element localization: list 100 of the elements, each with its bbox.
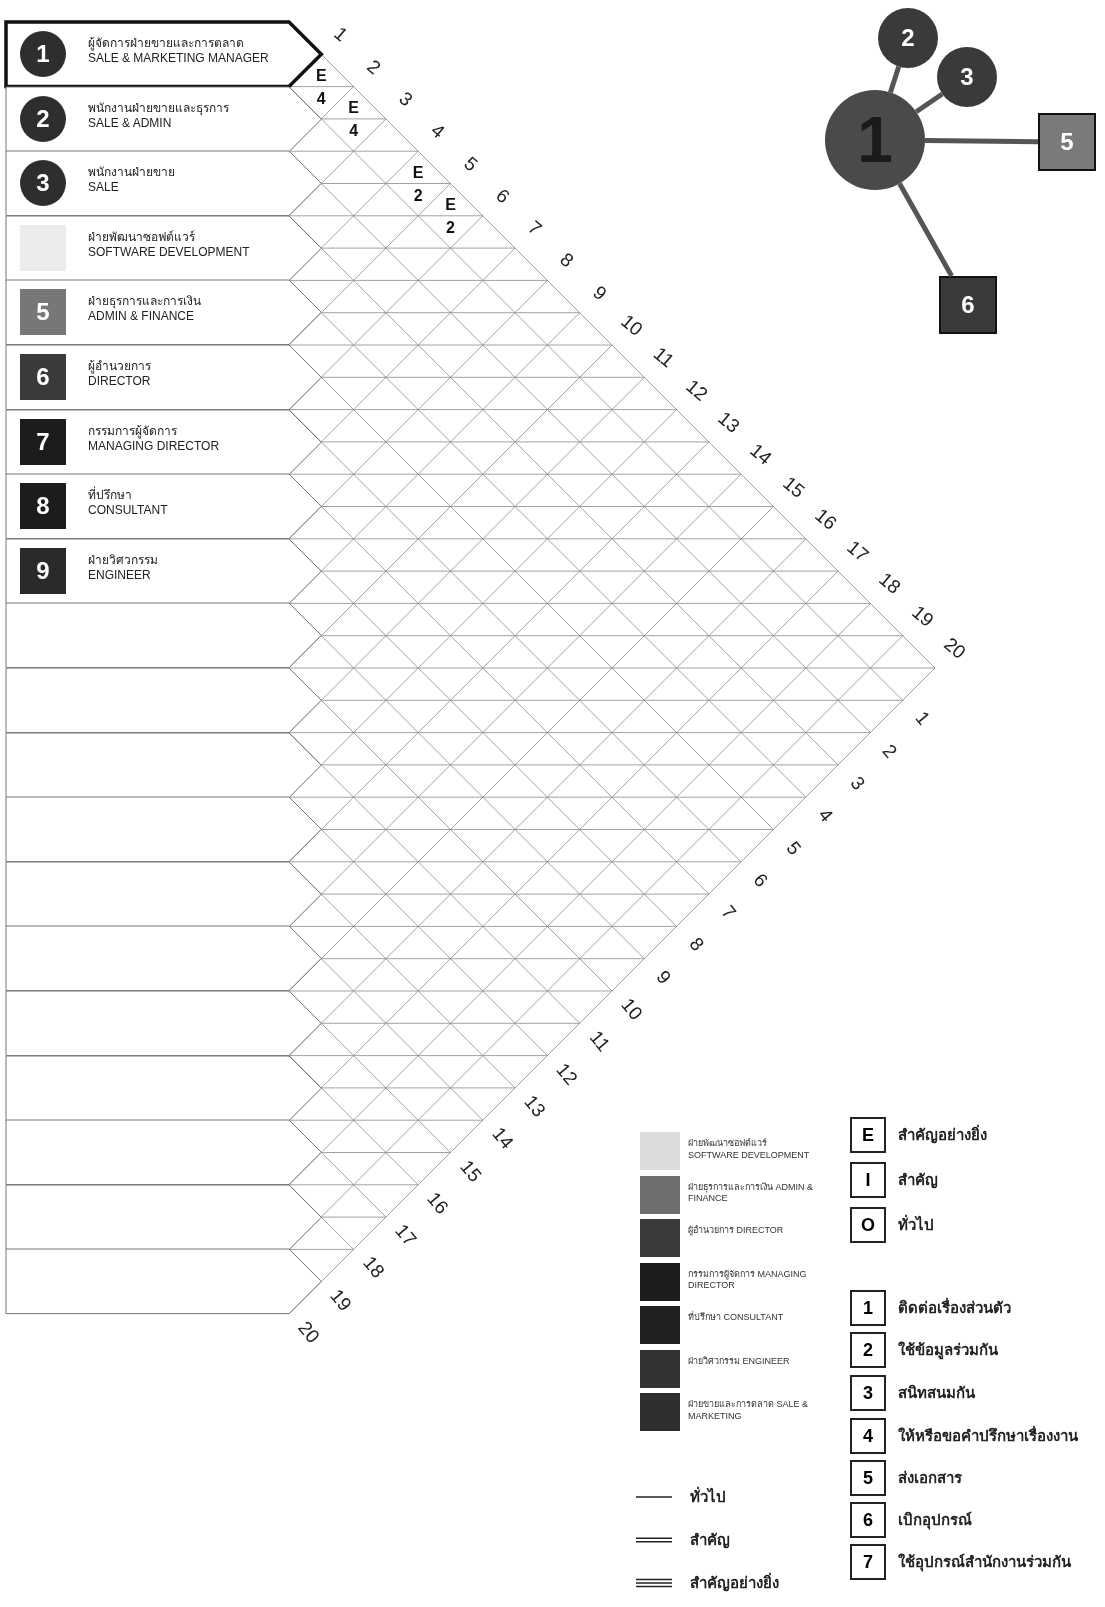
- axis-number: 19: [908, 601, 937, 630]
- role-row: [6, 991, 322, 1056]
- axis-number: 7: [718, 901, 740, 923]
- code-meaning: สำคัญ: [898, 1170, 938, 1191]
- axis-number: 10: [617, 310, 647, 340]
- role-row: [6, 215, 322, 281]
- legend-label: ที่ปรึกษา CONSULTANT: [688, 1312, 785, 1324]
- number-badge: 8: [20, 483, 66, 530]
- legend-label: ฝ่ายวิศวกรรม ENGINEER: [688, 1355, 791, 1368]
- number-badge: 6: [20, 354, 66, 400]
- number-badge: 9: [20, 547, 66, 594]
- role-name: ADMIN & FINANCE: [88, 309, 195, 325]
- code-meaning: ติดต่อเรื่องส่วนตัว: [898, 1297, 1011, 1318]
- code-meaning: ให้หรือขอคำปรึกษาเรื่องงาน: [898, 1425, 1078, 1446]
- code-meaning: ใช้อุปกรณ์สำนักงานร่วมกัน: [898, 1552, 1071, 1574]
- role-name: ENGINEER: [88, 567, 152, 583]
- number-badge: 5: [20, 289, 66, 336]
- axis-number: 8: [557, 249, 578, 272]
- code-meaning: เบิกอุปกรณ์: [898, 1510, 972, 1532]
- code-box: 5: [850, 1460, 886, 1496]
- role-row: [6, 1120, 322, 1185]
- number-badge: 7: [20, 418, 66, 465]
- role-row: [6, 926, 322, 991]
- axis-number: 11: [586, 1027, 614, 1055]
- axis-number: 1: [331, 23, 352, 45]
- code-box: 6: [850, 1502, 886, 1538]
- code-box: E: [850, 1117, 886, 1153]
- connector-line: [924, 138, 1039, 145]
- cell-code: E: [315, 67, 327, 84]
- legend-label: ฝ่ายขายและการตลาด SALE & MARKETING: [688, 1399, 810, 1423]
- role-name: MANAGING DIRECTOR: [88, 438, 221, 454]
- code-meaning: ทั่วไป: [898, 1214, 934, 1235]
- role-row: [6, 280, 322, 345]
- axis-number: 7: [524, 217, 546, 239]
- axis-number: 5: [782, 837, 805, 858]
- axis-number: 16: [424, 1188, 453, 1217]
- axis-number: 4: [815, 805, 837, 826]
- role-row: [6, 1184, 322, 1250]
- role-row: [6, 668, 322, 733]
- axis-number: 11: [650, 343, 678, 371]
- cell-code: 4: [349, 122, 359, 139]
- role-row: [6, 1055, 322, 1121]
- axis-number: 9: [653, 966, 675, 987]
- cell-code: E: [412, 164, 424, 181]
- cell-code: E: [348, 99, 359, 116]
- code-box: 1: [850, 1290, 886, 1326]
- connector-line: [888, 65, 902, 94]
- axis-number: 3: [847, 772, 869, 794]
- role-row: [6, 797, 322, 862]
- legend-label: ผู้อำนวยการ DIRECTOR: [688, 1225, 785, 1237]
- axis-number: 3: [395, 88, 417, 110]
- role-name: SALE: [88, 180, 120, 196]
- axis-number: 2: [879, 740, 902, 761]
- role-name: CONSULTANT: [88, 503, 169, 519]
- code-meaning: ใช้ข้อมูลร่วมกัน: [898, 1340, 998, 1362]
- code-box: 3: [850, 1375, 886, 1411]
- legend-label: สำคัญ: [690, 1530, 730, 1551]
- axis-number: 6: [750, 869, 772, 890]
- thai-role-name: ผู้อำนวยการ: [88, 359, 152, 374]
- code-meaning: สำคัญอย่างยิ่ง: [898, 1124, 987, 1146]
- cell-code: 2: [446, 219, 455, 236]
- axis-number: 15: [456, 1156, 485, 1185]
- axis-number: 12: [553, 1059, 582, 1088]
- axis-number: 20: [294, 1317, 324, 1347]
- role-row: [6, 1249, 322, 1314]
- connector-line: [914, 91, 944, 114]
- code-box: 2: [850, 1332, 886, 1368]
- role-name: SALE & ADMIN: [88, 115, 172, 131]
- axis-number: 10: [617, 994, 647, 1024]
- axis-number: 8: [685, 934, 708, 955]
- legend-label: ทั่วไป: [690, 1486, 726, 1507]
- cell-code: E: [445, 196, 456, 213]
- axis-number: 17: [843, 537, 873, 566]
- axis-number: 14: [488, 1124, 517, 1153]
- axis-number: 13: [714, 407, 744, 436]
- role-row: [6, 345, 322, 410]
- cell-code: 4: [316, 90, 326, 107]
- role-row: [6, 861, 322, 927]
- thai-role-name: พนักงานฝ่ายขายและธุรการ: [88, 100, 230, 116]
- axis-number: 14: [747, 440, 776, 469]
- axis-number: 4: [428, 120, 449, 142]
- thai-role-name: พนักงานฝ่ายขาย: [88, 165, 176, 181]
- axis-number: 9: [589, 282, 610, 304]
- legend-label: ฝ่ายพัฒนาซอฟต์แวร์ SOFTWARE DEVELOPMENT: [688, 1138, 811, 1162]
- axis-number: 2: [363, 55, 384, 78]
- thai-role-name: ฝ่ายพัฒนาซอฟต์แวร์: [88, 229, 196, 245]
- network-square: 5: [1038, 113, 1096, 171]
- network-square: 6: [939, 276, 997, 334]
- axis-number: 15: [779, 472, 808, 501]
- code-box: 7: [850, 1544, 886, 1580]
- code-meaning: สนิทสนมกัน: [898, 1383, 975, 1403]
- thai-role-name: ฝ่ายวิศวกรรม: [88, 552, 159, 568]
- axis-number: 6: [492, 185, 513, 207]
- role-row: [6, 732, 322, 798]
- thai-role-name: ผู้จัดการฝ่ายขายและการตลาด: [88, 36, 245, 51]
- role-row: [6, 409, 322, 475]
- thai-role-name: กรรมการผู้จัดการ: [88, 423, 178, 439]
- axis-number: 5: [460, 152, 481, 175]
- connector-line: [897, 182, 954, 278]
- role-row: [6, 538, 322, 604]
